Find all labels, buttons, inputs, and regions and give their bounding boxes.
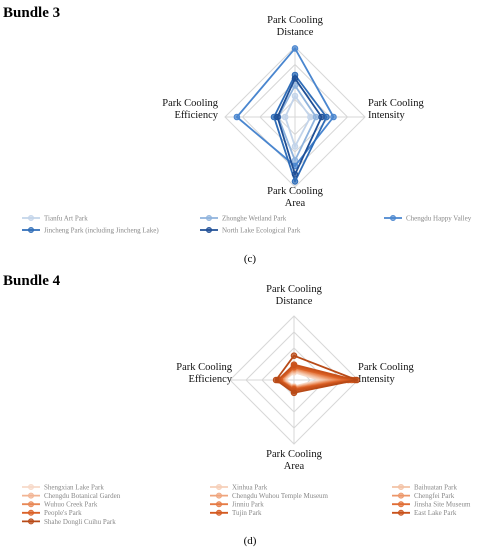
legend-item: Chengfei Park — [392, 492, 455, 500]
legend-marker — [205, 214, 212, 221]
legend-label: East Lake Park — [414, 509, 457, 517]
legend-item: People's Park — [22, 509, 82, 517]
legend-label: Shahe Dongli Cuihu Park — [44, 518, 116, 526]
data-point — [291, 171, 299, 178]
chart-caption: (c) — [244, 253, 257, 265]
data-point — [291, 75, 299, 82]
legend-label: Jinniu Park — [232, 501, 264, 509]
legend-label: People's Park — [44, 509, 82, 517]
legend-marker — [215, 483, 222, 490]
legend-item: Chengdu Wuhou Temple Museum — [210, 492, 329, 500]
legend-marker — [389, 214, 396, 221]
legend-label: Zhonghe Wetland Park — [222, 214, 287, 222]
legend: Tianfu Art Park Zhonghe Wetland Park Cheng… — [22, 214, 472, 234]
series-4 — [270, 71, 330, 185]
legend-item: Jinsha Site Museum — [392, 501, 471, 509]
legend-item: Baihuatan Park — [392, 483, 457, 491]
legend-label: Chengdu Happy Valley — [406, 214, 472, 222]
legend-item: Shahe Dongli Cuihu Park — [22, 518, 116, 526]
data-point — [312, 113, 320, 121]
legend-marker — [27, 492, 34, 499]
series-13 — [272, 352, 361, 397]
chart-title: Bundle 4 — [3, 273, 61, 289]
legend-label: Wuhuo Creek Park — [44, 501, 98, 509]
legend-marker — [215, 501, 222, 508]
legend-marker — [27, 518, 34, 525]
legend-label: Tianfu Art Park — [44, 214, 88, 222]
legend-item: Shengxian Lake Park — [22, 483, 104, 491]
legend-item: Zhonghe Wetland Park — [200, 214, 287, 222]
legend-marker — [215, 492, 222, 499]
legend-item: Jincheng Park (including Jincheng Lake) — [22, 226, 159, 234]
data-point — [330, 113, 337, 121]
data-point — [290, 361, 298, 368]
legend-item: Xinhua Park — [210, 483, 268, 491]
data-point — [291, 143, 299, 150]
legend-marker — [27, 509, 34, 516]
data-point — [353, 376, 361, 384]
legend-label: Jincheng Park (including Jincheng Lake) — [44, 226, 159, 234]
legend-item: Jinniu Park — [210, 501, 264, 509]
data-point — [281, 113, 289, 121]
legend-marker — [27, 214, 34, 221]
legend-marker — [27, 501, 34, 508]
legend-label: Jinsha Site Museum — [414, 501, 471, 509]
legend-item: Chengdu Botanical Garden — [22, 492, 121, 500]
legend-marker — [397, 483, 404, 490]
series-1 — [281, 92, 314, 150]
series-3 — [233, 45, 337, 170]
data-point — [272, 376, 280, 384]
data-point — [233, 113, 241, 121]
legend-label: Tujin Park — [232, 509, 262, 517]
legend-item: Wuhuo Creek Park — [22, 501, 98, 509]
data-point — [290, 389, 298, 397]
legend-marker — [27, 483, 34, 490]
legend-label: Baihuatan Park — [414, 483, 457, 491]
legend-item: North Lake Ecological Park — [200, 226, 301, 234]
data-point — [291, 178, 299, 185]
legend-marker — [205, 226, 212, 233]
legend-label: Shengxian Lake Park — [44, 483, 104, 491]
legend-item: Tianfu Art Park — [22, 214, 88, 222]
legend-item: Tujin Park — [210, 509, 262, 517]
legend-item: East Lake Park — [392, 509, 457, 517]
data-point — [291, 45, 299, 52]
data-point — [274, 113, 281, 121]
legend-label: Chengdu Wuhou Temple Museum — [232, 492, 329, 500]
chart-title: Bundle 3 — [3, 5, 60, 21]
legend-marker — [215, 509, 222, 516]
legend-label: Chengdu Botanical Garden — [44, 492, 121, 500]
series-2 — [274, 82, 320, 164]
legend-item: Chengdu Happy Valley — [384, 214, 472, 222]
legend-marker — [27, 226, 34, 233]
chart-caption: (d) — [244, 535, 257, 547]
legend-marker — [397, 501, 404, 508]
series-5 — [274, 75, 325, 178]
legend-label: Xinhua Park — [232, 483, 268, 491]
legend-marker — [397, 492, 404, 499]
data-point — [318, 113, 325, 121]
data-point — [290, 352, 298, 359]
legend-label: North Lake Ecological Park — [222, 226, 301, 234]
legend: Shengxian Lake Park Xinhua Park Baihuatan … — [22, 483, 471, 526]
data-point — [307, 113, 314, 121]
legend-marker — [397, 509, 404, 516]
legend-label: Chengfei Park — [414, 492, 455, 500]
data-point — [291, 92, 299, 100]
